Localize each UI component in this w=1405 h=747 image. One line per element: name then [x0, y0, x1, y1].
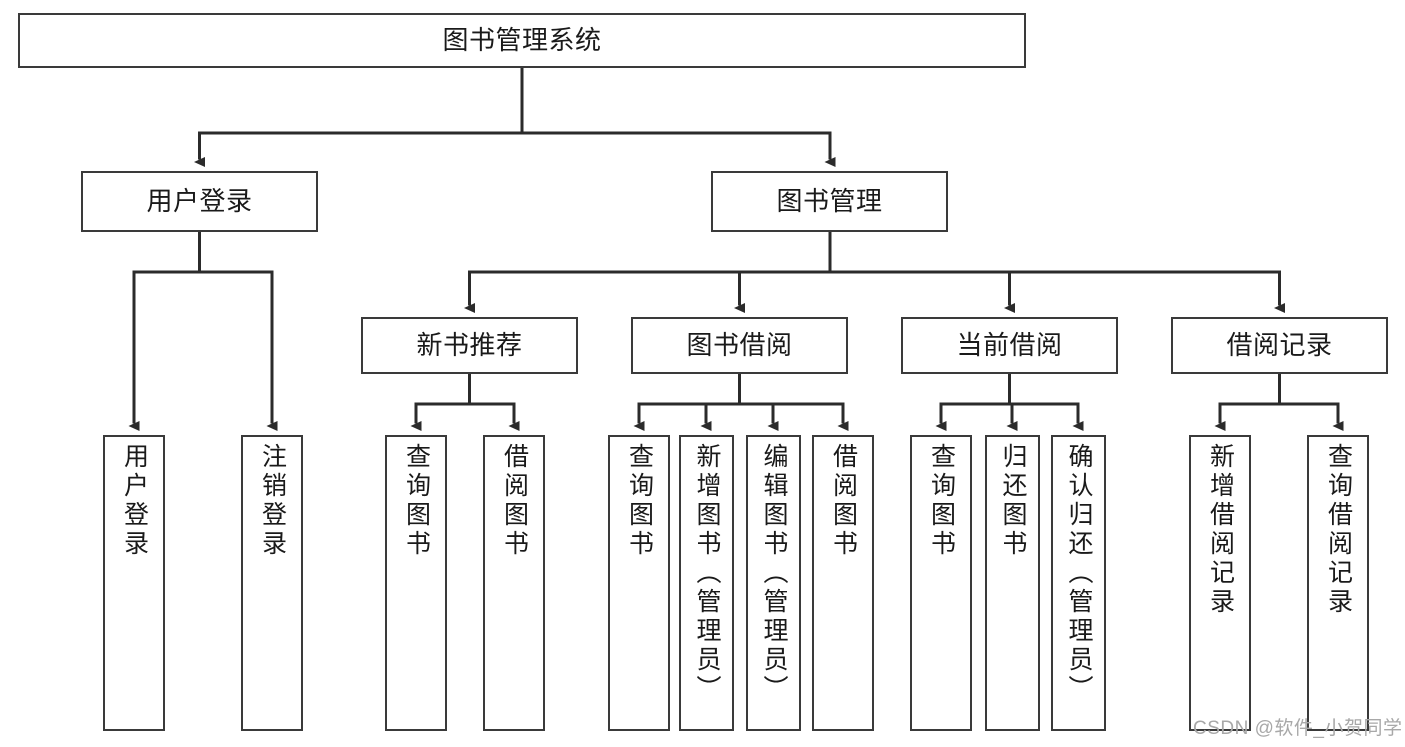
node-borrow-record-label: 借阅记录 — [1226, 329, 1333, 360]
node-leaf-logout[interactable]: 注销登录 — [241, 435, 303, 731]
node-leaf-add-book[interactable]: 新增图书（管理员） — [679, 435, 734, 731]
node-leaf-logout-label: 注销登录 — [258, 443, 287, 559]
node-leaf-query-book-3[interactable]: 查询图书 — [910, 435, 972, 731]
node-leaf-edit-book-label: 编辑图书（管理员） — [760, 443, 788, 704]
node-book-borrow[interactable]: 图书借阅 — [631, 317, 848, 374]
node-leaf-query-record-label: 查询借阅记录 — [1324, 443, 1353, 617]
node-user-login-label: 用户登录 — [146, 185, 253, 216]
node-leaf-confirm-return-label: 确认归还（管理员） — [1065, 443, 1093, 704]
node-book-manage-label: 图书管理 — [776, 185, 883, 216]
node-leaf-confirm-return[interactable]: 确认归还（管理员） — [1051, 435, 1106, 731]
node-current-borrow-label: 当前借阅 — [956, 329, 1063, 360]
node-new-book-recommend-label: 新书推荐 — [416, 329, 523, 360]
node-leaf-query-record[interactable]: 查询借阅记录 — [1307, 435, 1369, 731]
node-leaf-user-login[interactable]: 用户登录 — [103, 435, 165, 731]
node-current-borrow[interactable]: 当前借阅 — [901, 317, 1118, 374]
node-leaf-add-record[interactable]: 新增借阅记录 — [1189, 435, 1251, 731]
node-book-borrow-label: 图书借阅 — [686, 329, 793, 360]
node-root-label: 图书管理系统 — [442, 24, 602, 55]
node-leaf-return-book-label: 归还图书 — [999, 443, 1027, 559]
csdn-watermark: CSDN @软件_小贺同学 — [1193, 718, 1403, 739]
node-user-login[interactable]: 用户登录 — [81, 171, 318, 232]
node-leaf-borrow-book-1-label: 借阅图书 — [500, 443, 529, 559]
node-leaf-query-book-2[interactable]: 查询图书 — [608, 435, 670, 731]
node-leaf-borrow-book-2[interactable]: 借阅图书 — [812, 435, 874, 731]
node-leaf-query-book-1[interactable]: 查询图书 — [385, 435, 447, 731]
node-leaf-return-book[interactable]: 归还图书 — [985, 435, 1040, 731]
node-leaf-borrow-book-1[interactable]: 借阅图书 — [483, 435, 545, 731]
node-leaf-add-record-label: 新增借阅记录 — [1206, 443, 1235, 617]
node-leaf-borrow-book-2-label: 借阅图书 — [829, 443, 858, 559]
node-book-manage[interactable]: 图书管理 — [711, 171, 948, 232]
node-leaf-query-book-1-label: 查询图书 — [402, 443, 431, 559]
node-root[interactable]: 图书管理系统 — [18, 13, 1026, 68]
node-new-book-recommend[interactable]: 新书推荐 — [361, 317, 578, 374]
node-leaf-user-login-label: 用户登录 — [120, 443, 149, 559]
node-leaf-query-book-3-label: 查询图书 — [927, 443, 956, 559]
node-leaf-add-book-label: 新增图书（管理员） — [693, 443, 721, 704]
node-leaf-edit-book[interactable]: 编辑图书（管理员） — [746, 435, 801, 731]
node-leaf-query-book-2-label: 查询图书 — [625, 443, 654, 559]
node-borrow-record[interactable]: 借阅记录 — [1171, 317, 1388, 374]
